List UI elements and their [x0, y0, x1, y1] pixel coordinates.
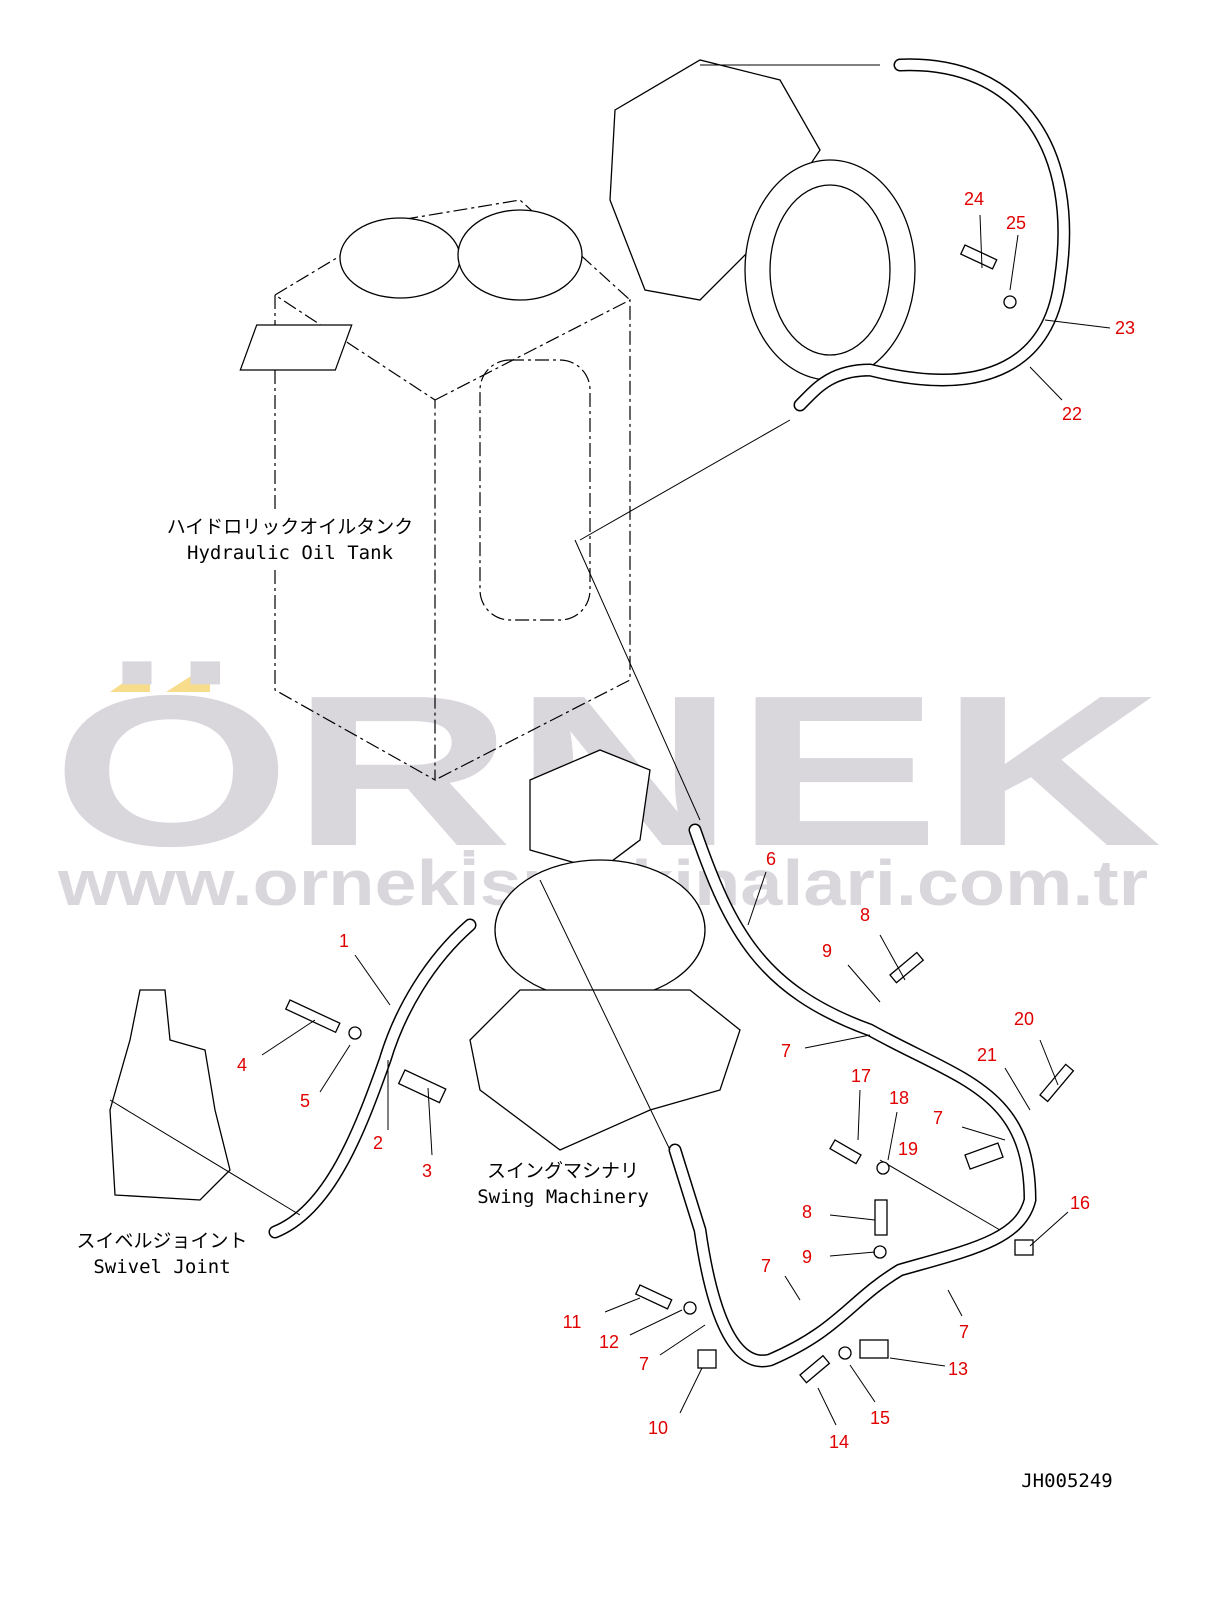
drawing-code: JH005249 — [1021, 1470, 1113, 1492]
callouts: 24 25 23 22 6 8 9 1 7 20 21 17 18 7 19 4… — [237, 189, 1135, 1452]
callout: 16 — [1070, 1193, 1090, 1213]
callout: 7 — [761, 1256, 771, 1276]
callout: 7 — [639, 1354, 649, 1374]
tank-label-jp: ハイドロリックオイルタンク — [167, 516, 414, 538]
hydraulic-oil-tank — [239, 199, 631, 782]
swing-label-en: Swing Machinery — [477, 1186, 649, 1208]
callout: 25 — [1006, 213, 1026, 233]
leader-lines — [261, 214, 1111, 1426]
swivel-label-jp: スイベルジョイント — [76, 1230, 247, 1252]
fasteners — [284, 244, 1075, 1384]
callout: 4 — [237, 1055, 247, 1075]
swivel-joint — [109, 989, 231, 1201]
callout: 18 — [889, 1088, 909, 1108]
callout: 14 — [829, 1432, 849, 1452]
callout: 9 — [802, 1247, 812, 1267]
hoses — [109, 58, 1071, 1368]
hydraulic-pump — [609, 59, 916, 381]
callout: 1 — [339, 931, 349, 951]
callout: 7 — [933, 1108, 943, 1128]
callout: 15 — [870, 1408, 890, 1428]
callout: 12 — [599, 1332, 619, 1352]
tank-label-en: Hydraulic Oil Tank — [187, 542, 393, 564]
callout: 20 — [1014, 1009, 1034, 1029]
swivel-label-en: Swivel Joint — [93, 1256, 230, 1278]
callout: 5 — [300, 1091, 310, 1111]
callout: 24 — [964, 189, 984, 209]
callout: 7 — [781, 1041, 791, 1061]
callout: 3 — [422, 1161, 432, 1181]
callout: 6 — [766, 849, 776, 869]
callout: 22 — [1062, 404, 1082, 424]
callout: 7 — [959, 1322, 969, 1342]
callout: 17 — [851, 1066, 871, 1086]
callout: 23 — [1115, 318, 1135, 338]
callout: 13 — [948, 1359, 968, 1379]
callout: 19 — [898, 1139, 918, 1159]
component-labels: ハイドロリックオイルタンク Hydraulic Oil Tank スイングマシナ… — [76, 512, 1113, 1492]
callout: 9 — [822, 941, 832, 961]
callout: 21 — [977, 1045, 997, 1065]
callout: 10 — [648, 1418, 668, 1438]
callout: 8 — [860, 905, 870, 925]
callout: 2 — [373, 1133, 383, 1153]
callout: 8 — [802, 1202, 812, 1222]
callout: 11 — [563, 1312, 582, 1332]
swing-label-jp: スイングマシナリ — [487, 1160, 639, 1182]
